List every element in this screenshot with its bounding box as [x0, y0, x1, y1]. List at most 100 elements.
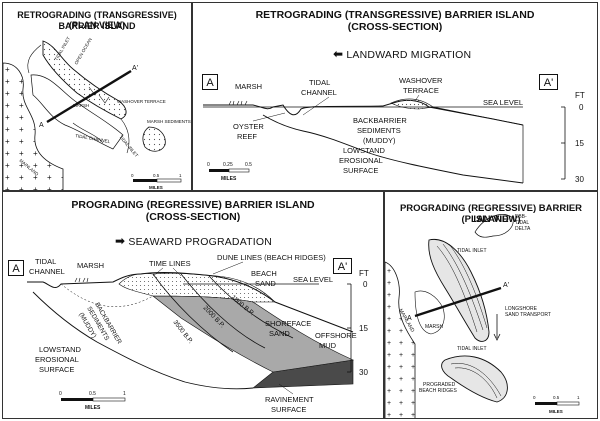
section-line-a-a-prime — [46, 69, 132, 124]
svg-text:0.5: 0.5 — [553, 395, 560, 400]
retro-depth-scale: FT 0 15 30 — [561, 91, 585, 184]
label-washover: WASHOVER — [399, 76, 443, 85]
section-marker-a: A — [8, 260, 24, 276]
pro-plan-title-1: PROGRADING (REGRESSIVE) BARRIER ISLAND — [399, 203, 583, 225]
label-washover-terrace: WASHOVER TERRACE — [117, 99, 166, 104]
label-beach: BEACH — [251, 269, 277, 278]
beach-ridge-barrier — [428, 238, 490, 342]
label-muddy: (MUDDY) — [363, 136, 396, 145]
label-channel: CHANNEL — [301, 88, 337, 97]
svg-text:15: 15 — [575, 139, 584, 148]
label-tidal-inlet: TIDAL INLET — [457, 248, 487, 254]
retro-cross-section-diagram: MARSH TIDAL CHANNEL WASHOVER TERRACE SEA… — [203, 76, 585, 184]
pro-depth-scale: FT 0 15 30 — [347, 269, 369, 377]
svg-text:MILES: MILES — [149, 185, 163, 190]
label-sediments: SEDIMENTS — [357, 126, 401, 135]
svg-text:FT: FT — [575, 91, 585, 100]
section-marker-a-prime: A' — [333, 258, 352, 274]
pro-plan-title-2: (PLAN VIEW) — [461, 214, 521, 225]
label-ebb-tidal: TIDAL — [515, 220, 529, 226]
label-backbarrier: BACKBARRIER — [353, 116, 407, 125]
svg-text:0: 0 — [363, 280, 368, 289]
label-a-prime: A' — [503, 282, 509, 289]
label-open-ocean: OPEN OCEAN — [74, 37, 93, 65]
label-marsh: MARSH — [73, 103, 89, 108]
section-marker-a-prime: A' — [539, 74, 558, 90]
marsh-region — [30, 74, 124, 150]
washover-terrace-deposit — [390, 98, 434, 110]
svg-text:MILES: MILES — [549, 409, 563, 414]
retrograding-cross-section-panel: RETROGRADING (TRANSGRESSIVE) BARRIER ISL… — [192, 2, 598, 191]
label-ravinement: RAVINEMENT — [265, 395, 314, 404]
section-marker-a: A — [202, 74, 218, 90]
prograding-plan-view-panel: PROGRADING (REGRESSIVE) BARRIER ISLAND (… — [384, 191, 598, 419]
section-line-a-a-prime — [414, 286, 502, 318]
label-ebb: EBB- — [515, 214, 527, 220]
svg-text:0.25: 0.25 — [223, 162, 233, 168]
label-marsh: MARSH — [425, 324, 443, 330]
svg-text:0.5: 0.5 — [245, 162, 252, 168]
label-erosional: EROSIONAL — [35, 355, 79, 364]
svg-text:FT: FT — [359, 269, 369, 278]
label-tidal-inlet-2: TIDAL INLET — [457, 346, 487, 352]
label-time-lines: TIME LINES — [149, 259, 191, 268]
label-marsh: MARSH — [235, 82, 262, 91]
label-erosional: EROSIONAL — [339, 156, 383, 165]
label-tidal: TIDAL — [309, 78, 330, 87]
label-marsh: MARSH — [77, 261, 104, 270]
svg-text:0: 0 — [59, 391, 62, 397]
label-a: A — [407, 315, 412, 322]
svg-text:1: 1 — [179, 173, 182, 178]
label-channel: CHANNEL — [29, 267, 65, 276]
pro-horizontal-scale: 0 0.5 1 MILES — [59, 391, 126, 411]
svg-text:1: 1 — [577, 395, 580, 400]
label-sea-level: SEA LEVEL — [293, 275, 333, 284]
lowstand-erosional-surface — [32, 291, 254, 390]
svg-text:0: 0 — [533, 395, 536, 400]
svg-text:MILES: MILES — [221, 176, 237, 182]
lowstand-erosional-surface — [262, 114, 524, 184]
retro-plan-title-2: (PLAN VIEW) — [69, 20, 125, 30]
label-ebb-delta: DELTA — [515, 226, 531, 232]
mainland-shape — [3, 62, 64, 190]
svg-text:0.5: 0.5 — [89, 391, 96, 397]
label-dune-lines: DUNE LINES (BEACH RIDGES) — [217, 253, 326, 262]
label-lowstand: LOWSTAND — [343, 146, 386, 155]
mainland-shape — [385, 261, 416, 418]
surface-profile — [27, 272, 354, 333]
svg-text:15: 15 — [359, 324, 368, 333]
left-arrow-icon: ⬅ — [333, 47, 344, 61]
pro-section-title-2: (CROSS-SECTION) — [145, 211, 241, 223]
label-tidal-channel: TIDAL CHANNEL — [75, 133, 111, 144]
prograded-beach-ridges — [441, 355, 508, 403]
ebb-tidal-delta — [474, 214, 514, 238]
label-surface: SURFACE — [39, 365, 74, 374]
label-oyster: OYSTER — [233, 122, 264, 131]
label-shoreface-sand: SAND — [269, 329, 290, 338]
barrier-island — [42, 40, 127, 120]
prograding-cross-section-panel: PROGRADING (REGRESSIVE) BARRIER ISLAND (… — [2, 191, 384, 419]
retro-plan-scale-bar: 0 0.5 1 MILES — [131, 173, 182, 190]
retro-plan-map: + A A' TIDAL INLET OPEN OCEAN MARSH WASH… — [3, 36, 191, 190]
label-sand-transport: SAND TRANSPORT — [505, 312, 551, 318]
small-island — [142, 126, 166, 152]
retrograding-plan-view-panel: RETROGRADING (TRANSGRESSIVE) BARRIER ISL… — [2, 2, 192, 191]
label-a-prime: A' — [132, 65, 138, 72]
svg-text:MILES: MILES — [85, 405, 101, 411]
label-sand: SAND — [255, 279, 276, 288]
landward-migration-label: ⬅ LANDWARD MIGRATION — [333, 47, 472, 61]
svg-text:0.5: 0.5 — [153, 173, 160, 178]
svg-text:30: 30 — [575, 175, 584, 184]
marsh-region — [414, 290, 445, 335]
svg-text:0: 0 — [579, 103, 584, 112]
svg-text:1: 1 — [123, 391, 126, 397]
label-ravinement-surface: SURFACE — [271, 405, 306, 414]
label-longshore: LONGSHORE — [505, 306, 538, 312]
svg-text:0: 0 — [131, 173, 134, 178]
label-a: A — [39, 122, 44, 129]
label-surface: SURFACE — [343, 166, 378, 175]
label-tidal: TIDAL — [35, 257, 56, 266]
retro-section-title-2: (CROSS-SECTION) — [347, 21, 443, 33]
pro-plan-scale-bar: 0 0.5 1 MILES — [533, 395, 580, 414]
retro-horizontal-scale: 0 0.25 0.5 MILES — [207, 162, 252, 182]
